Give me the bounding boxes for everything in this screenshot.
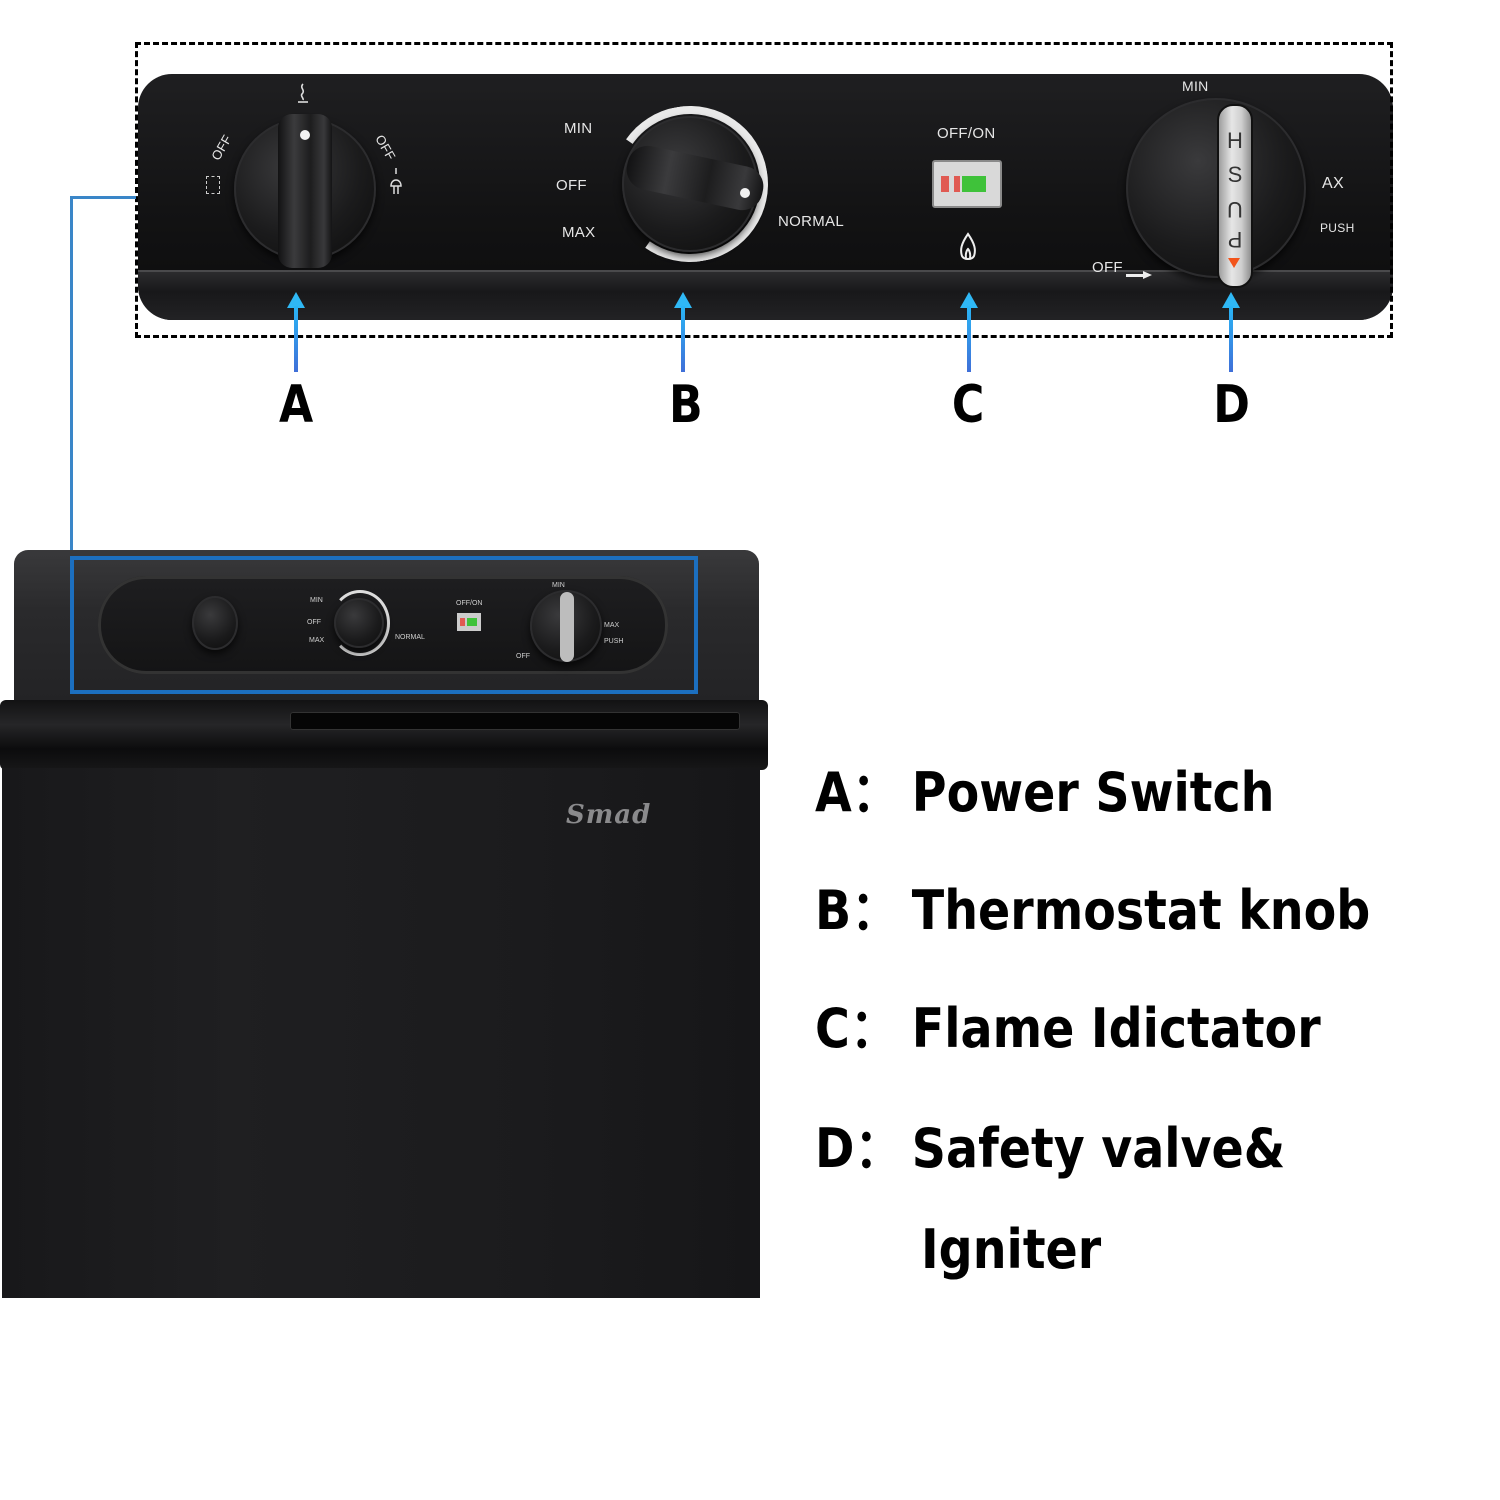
legend-item-d-continued: Igniter [921,1218,1101,1281]
callout-arrow-c [960,292,978,308]
fridge-door-handle [290,712,740,730]
brand-logo: Smad [566,800,652,830]
mini-thermostat-knob [334,598,384,648]
valve-max-label: AX [1322,175,1344,192]
legend-label: Safety valve& [911,1117,1286,1180]
callout-arrow-b [674,292,692,308]
gas-flame-icon [296,82,310,104]
callout-letter-a: A [279,375,314,435]
panel-lip [138,270,1393,320]
mini-thermostat-min: MIN [310,597,323,604]
mini-thermostat-normal: NORMAL [395,634,425,641]
strip-letter-s: S [1227,162,1243,187]
indicator-on-segment [962,176,986,192]
connector-line-vertical [70,196,73,556]
mini-thermostat-off: OFF [307,619,321,626]
strip-letter-p: P [1227,227,1243,252]
mini-valve-min: MIN [552,582,565,589]
mini-thermostat-arc [330,590,390,656]
power-switch-knob[interactable] [234,114,376,268]
connector-line-horizontal [70,196,136,199]
callout-arrow-d [1222,292,1240,308]
mini-valve-strip [560,592,574,662]
mini-thermostat-max: MAX [309,637,325,644]
pointer-triangle-icon [1228,258,1240,268]
plug-icon [388,168,404,198]
legend-label: Power Switch [911,761,1275,824]
callout-arrow-c-shaft [967,306,971,372]
zoom-highlight-frame [135,42,1393,338]
legend-label: Thermostat knob [911,879,1371,942]
callout-arrow-a-shaft [294,306,298,372]
legend-key: C： [815,997,898,1060]
safety-valve-knob[interactable] [1126,98,1306,278]
legend-key: D： [815,1117,902,1180]
thermostat-max-label: MAX [562,224,596,241]
legend-item-a: A：Power Switch [815,748,1275,827]
callout-arrow-d-shaft [1229,306,1233,372]
callout-arrow-a [287,292,305,308]
mini-indicator-window [457,613,481,631]
indicator-off-segment [941,176,949,192]
thermostat-knob[interactable] [622,116,768,252]
valve-off-label: OFF [1092,259,1123,276]
strip-letter-u: U [1227,197,1243,222]
thermostat-normal-label: NORMAL [778,213,844,230]
callout-letter-d: D [1213,375,1250,435]
fridge-door-top-trim [0,700,768,770]
legend-item-d: D：Safety valve& [815,1104,1285,1183]
thermostat-off-label: OFF [556,177,587,194]
strip-letter-h: H [1227,128,1243,153]
callout-letter-c: C [951,375,985,435]
legend-label: Flame Idictator [911,997,1321,1060]
flame-indicator-window [932,160,1002,208]
mini-indicator-label: OFF/ON [456,600,483,607]
indicator-off-on-label: OFF/ON [937,125,996,142]
thermostat-min-label: MIN [564,120,593,137]
panel-location-highlight [70,556,698,694]
battery-icon [206,176,220,194]
callout-letter-b: B [668,375,703,435]
mini-valve-off: OFF [516,653,530,660]
igniter-push-strip[interactable]: H S U P [1217,104,1253,288]
legend-key: B： [815,879,899,942]
off-arrow-icon [1126,264,1152,279]
legend-item-b: B：Thermostat knob [815,866,1370,945]
callout-arrow-b-shaft [681,306,685,372]
mini-valve-max: MAX [604,622,620,629]
fridge-door [2,768,760,1298]
legend-label: Igniter [921,1218,1102,1281]
legend-item-c: C：Flame Idictator [815,984,1321,1063]
mini-valve-push: PUSH [604,638,624,645]
indicator-off-segment-2 [954,176,960,192]
legend-key: A： [815,761,900,824]
mini-power-knob [192,596,238,650]
flame-icon [957,232,979,262]
valve-min-label: MIN [1182,78,1209,94]
valve-push-label: PUSH [1320,221,1355,235]
